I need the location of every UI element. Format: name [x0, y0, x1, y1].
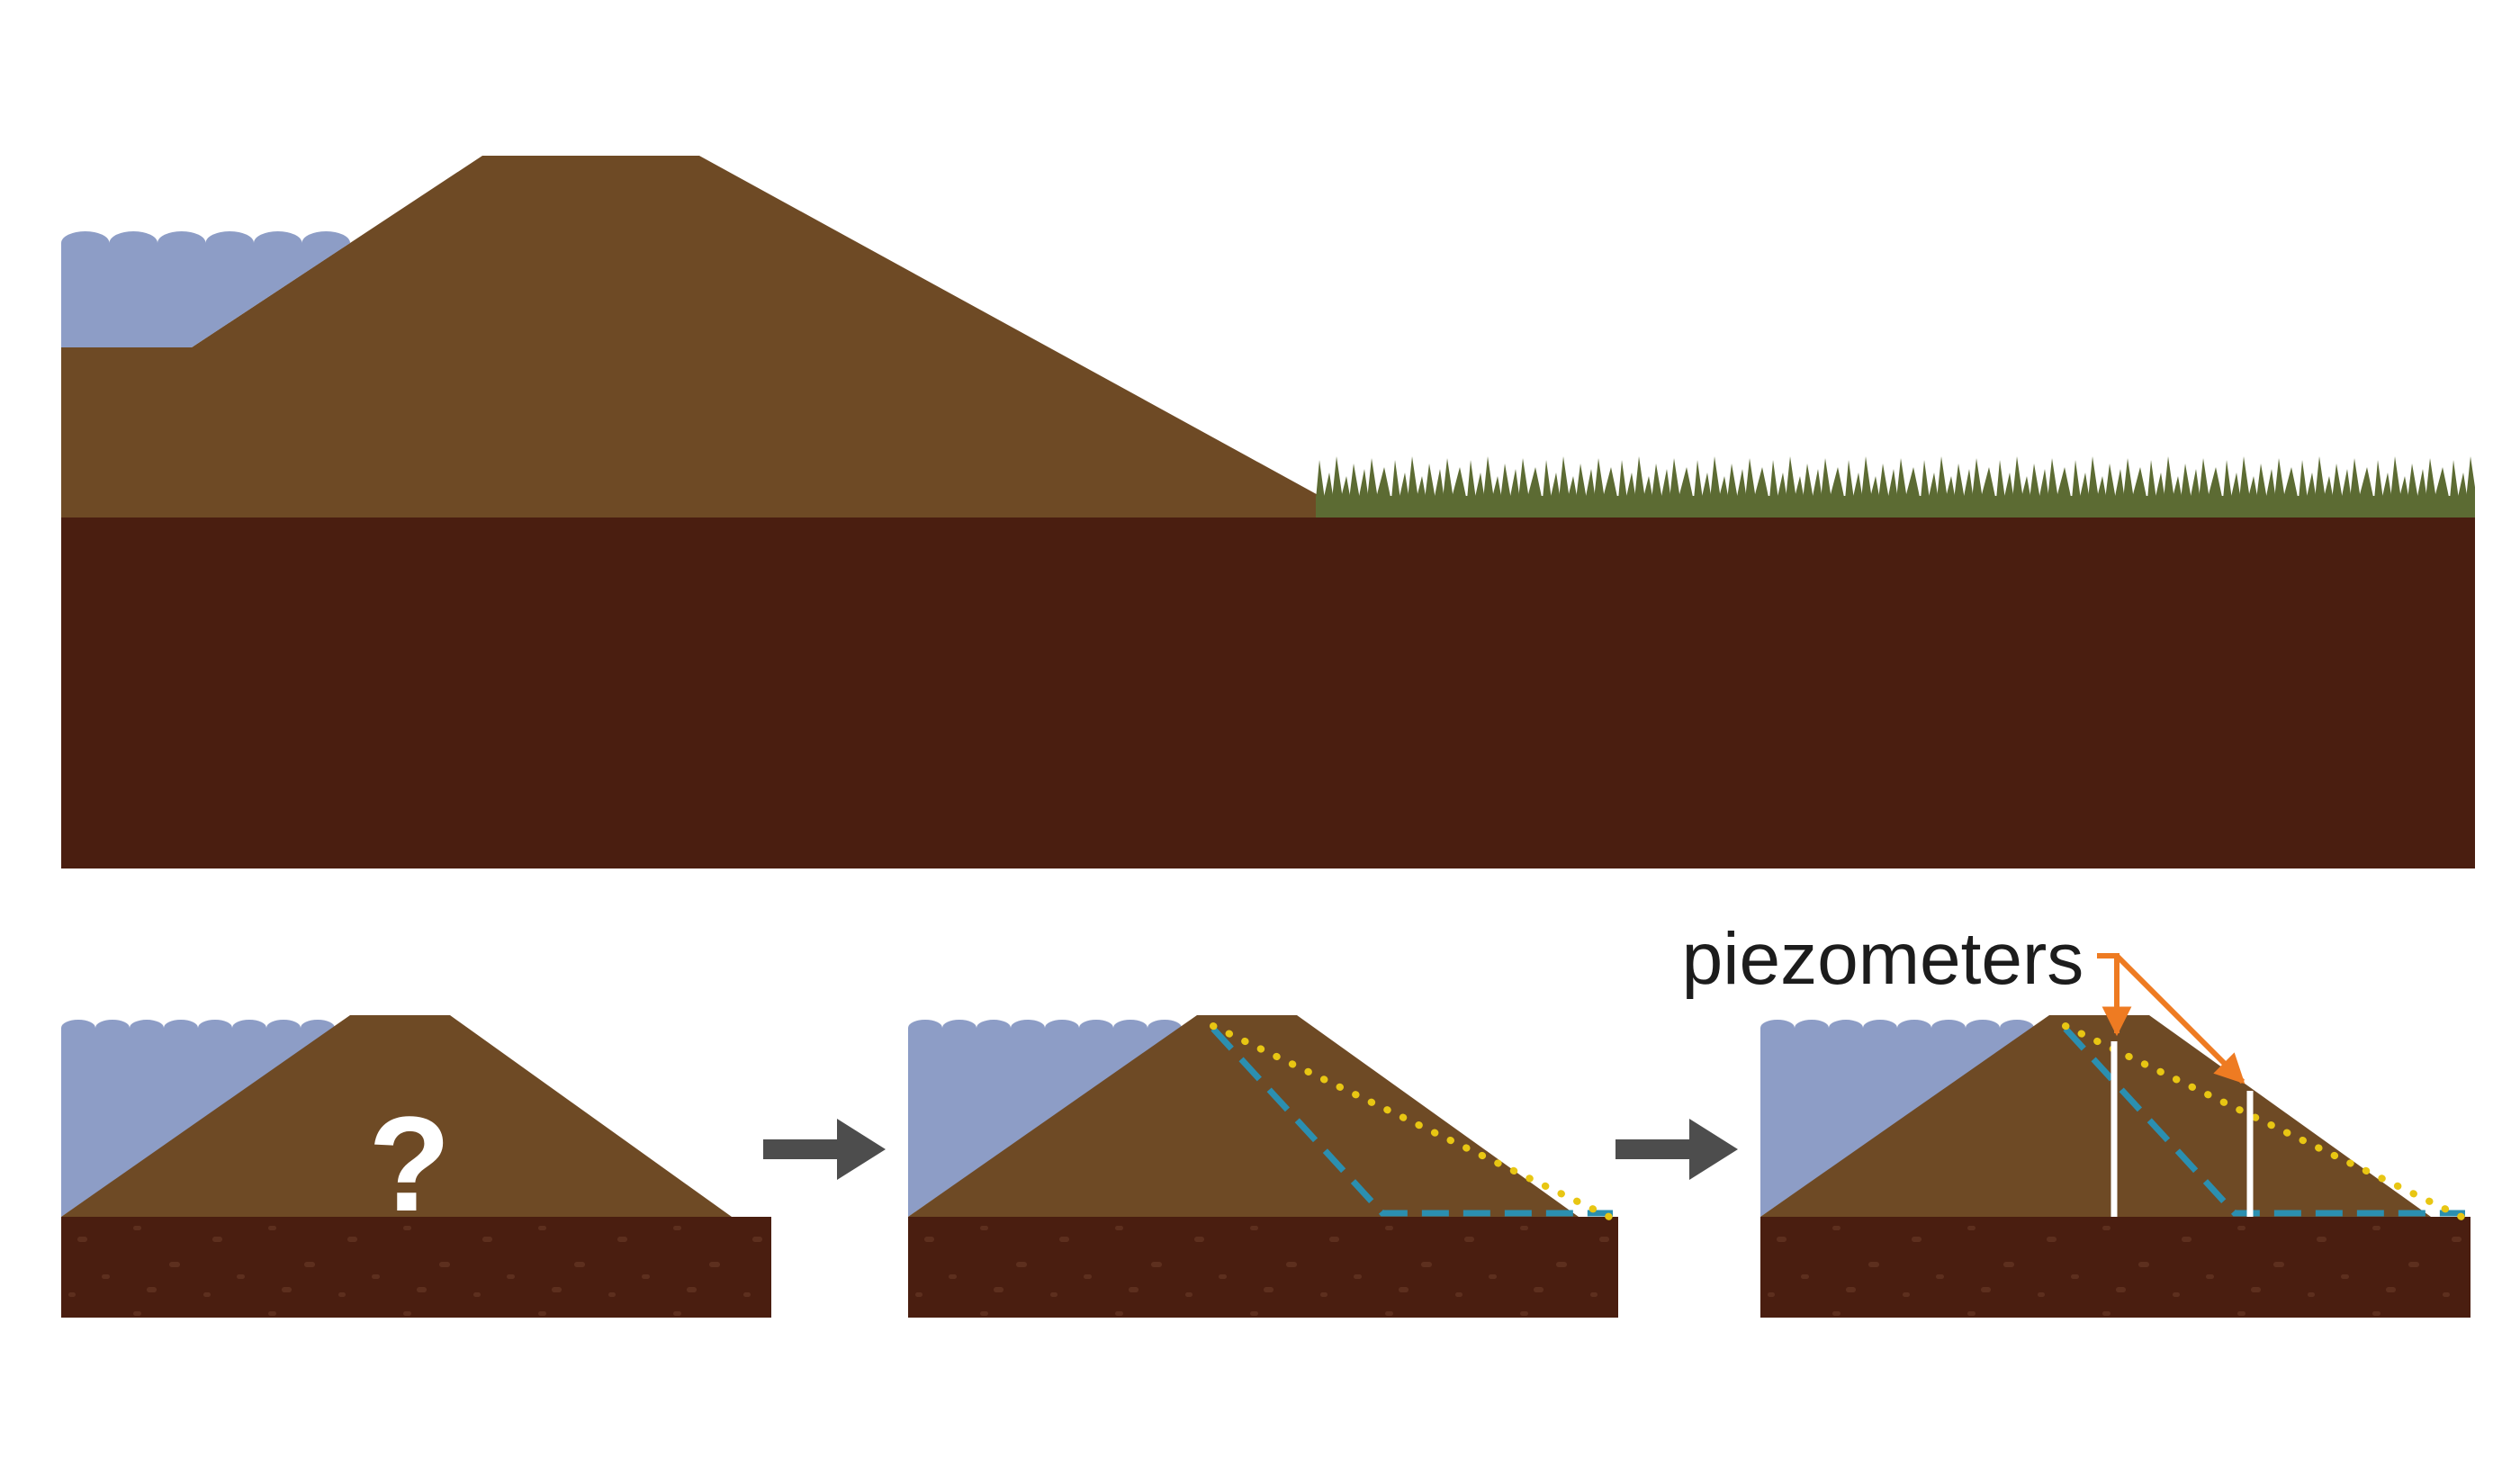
panel-2-seepage-lines — [908, 1015, 1618, 1318]
piezometers-annotation: piezometers — [1682, 918, 2246, 1084]
main-dam-cross-section — [61, 156, 2475, 868]
foundation-speckles — [908, 1217, 1618, 1318]
step-arrow-icon — [763, 1119, 886, 1180]
step-arrow-icon — [1616, 1119, 1738, 1180]
question-mark-label: ? — [368, 1088, 451, 1239]
panel-dam — [1760, 1015, 2431, 1217]
panel-water — [61, 1020, 335, 1217]
panel-3-piezometers — [1760, 1015, 2470, 1318]
panel-dam — [908, 1015, 1579, 1217]
phreatic-surface-dashed-line — [1210, 1026, 1613, 1217]
slope-seepage-dotted-line — [2062, 1022, 2465, 1220]
piezometer-pointer-arrow-2 — [2114, 953, 2246, 1084]
grass-surface — [1316, 454, 2475, 518]
panel-1-unknown-seepage: ? — [61, 1015, 771, 1318]
slope-seepage-dotted-line — [1210, 1022, 1613, 1220]
phreatic-surface-dashed-line — [2063, 1026, 2465, 1217]
panel-water — [1760, 1020, 2034, 1217]
piezometers-label: piezometers — [1682, 918, 2084, 1000]
foundation-soil — [61, 518, 2475, 868]
panel-dam — [61, 1015, 732, 1217]
foundation-speckles — [61, 1217, 771, 1318]
reservoir-water — [61, 231, 350, 347]
foundation-speckles — [1760, 1217, 2470, 1318]
panel-water — [908, 1020, 1182, 1217]
dam-embankment — [61, 156, 1359, 518]
